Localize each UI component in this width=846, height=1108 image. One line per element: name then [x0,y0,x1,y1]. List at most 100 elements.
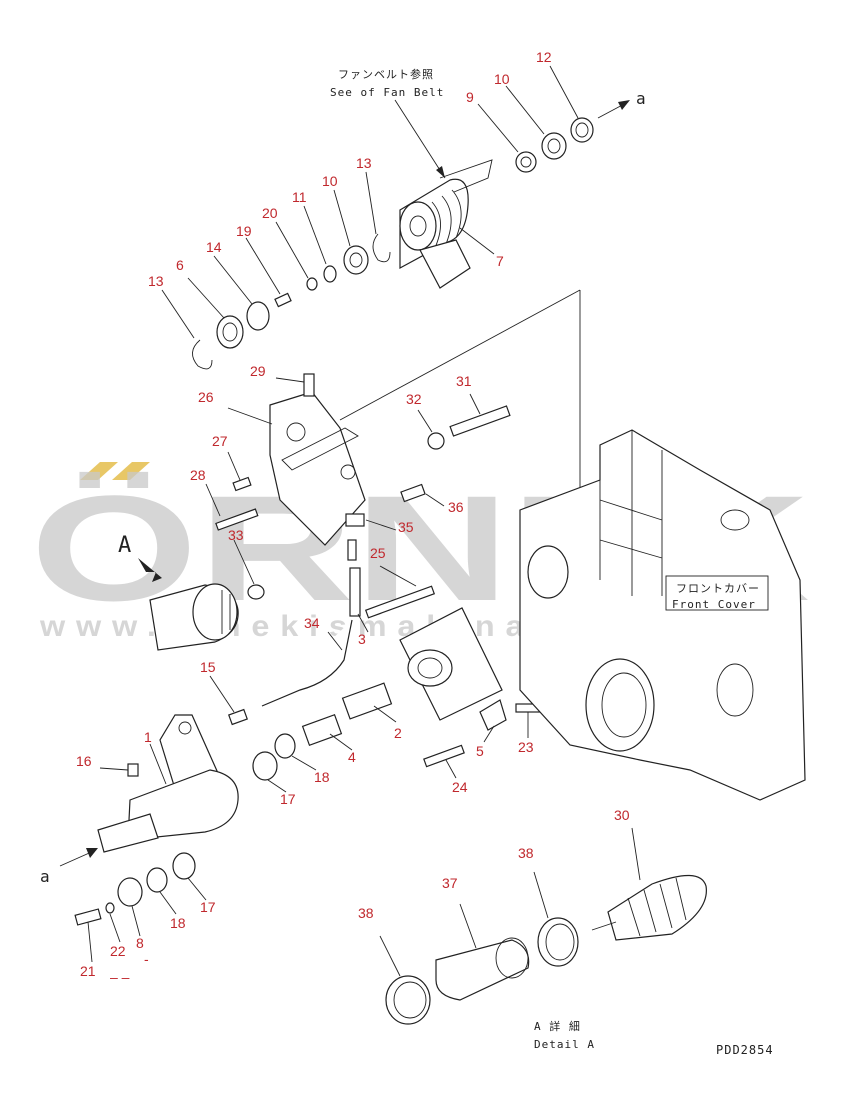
bracket-arm [281,427,359,471]
bracket-26-group [215,289,581,617]
clamp-38-left-inner [393,981,427,1019]
boot-30-folds [627,877,687,937]
callout-18-mid: 18 [314,769,330,785]
snap-ring-13-left [192,339,213,370]
bracket-26 [269,391,366,546]
fan-belt [439,159,493,193]
leader-38-right [533,871,549,919]
leader-17-low [187,877,207,901]
callout-1: 1 [144,729,152,745]
bearing-17-mid [252,751,278,781]
boot-30 [607,874,707,941]
snap-ring-13-right [372,233,391,263]
ref-a-bottom: a [40,867,51,886]
dash-marks-1: – – [110,969,130,985]
bearing-housing-5 [399,607,543,768]
callout-18-low: 18 [170,915,186,931]
leader-24 [445,759,457,779]
callout-27: 27 [212,433,228,449]
leader-7 [459,227,495,255]
callout-13-right: 13 [356,155,372,171]
seal-12 [570,117,594,143]
detail-label-en: Detail A [534,1038,595,1051]
callout-35: 35 [398,519,414,535]
fitting-36 [400,483,426,503]
leader-22 [109,913,121,943]
housing-bore [417,657,443,679]
bolt-16 [127,763,139,777]
callout-8: 8 [136,935,144,951]
callout-19: 19 [236,223,252,239]
fitting-25 [347,539,357,561]
leader-36 [425,493,445,507]
pulley-bracket [419,239,471,289]
leader-9 [477,103,519,153]
leader-33 [233,539,255,585]
washer-33 [247,584,265,600]
boot-30-rod [591,921,617,931]
bolt-15 [228,708,248,726]
sleeve-37 [435,939,530,1001]
clamp-38-right-inner [545,923,575,961]
callout-38-right: 38 [518,845,534,861]
view-marker-a: A [118,533,132,558]
callout-3: 3 [358,631,366,647]
callout-28: 28 [190,467,206,483]
callout-22: 22 [110,943,126,959]
leader-37 [459,903,477,949]
callout-7: 7 [496,253,504,269]
fan-belt-note-en: See of Fan Belt [330,86,444,99]
pulley-face [399,201,437,251]
front-cover-ribs [599,430,663,596]
callout-17-mid: 17 [280,791,296,807]
bearing-9-bore [520,156,532,168]
bearing-10-left-bore [349,252,363,268]
callout-leaders [87,65,641,977]
callout-32: 32 [406,391,422,407]
leader-8 [131,905,141,937]
leader-14 [213,255,253,305]
collar-6-bore [222,322,238,342]
front-cover-label-jp: フロントカバー [676,582,760,595]
cylinder-end [192,583,238,641]
leader-13-left [161,289,195,339]
callout-10-top: 10 [494,71,510,87]
tension-arm-assembly: a [40,583,239,886]
callout-17-low: 17 [200,899,216,915]
callout-37: 37 [442,875,458,891]
detail-a-parts [385,874,707,1025]
cylinder-rings [221,590,231,634]
bolt-28 [215,508,259,531]
callout-15: 15 [200,659,216,675]
ref-a-top: a [636,89,647,108]
clamp-38-left [385,975,431,1025]
washer-20 [306,277,318,291]
bracket-hole-lower [340,464,356,480]
leader-10-top [505,85,545,135]
leader-6 [187,277,225,319]
callout-10-left: 10 [322,173,338,189]
callout-13-left: 13 [148,273,164,289]
leader-20 [275,221,309,279]
callout-6: 6 [176,257,184,273]
bolt-29 [303,373,315,397]
seal-12-bore [575,122,589,138]
bolt-19 [274,292,292,308]
leader-18-mid [291,755,317,771]
bracket-hole-upper [286,422,306,442]
callout-20: 20 [262,205,278,221]
bearing-10-top-bore [547,138,561,154]
washer-32 [427,432,445,450]
lower-left-parts: – – - [74,852,196,985]
leader-2 [373,705,397,723]
ref-a-arrowhead-top [618,100,630,110]
callout-25: 25 [370,545,386,561]
leader-21 [87,921,93,963]
front-cover-label-en: Front Cover [672,598,756,611]
cap-8 [117,877,143,907]
callout-16: 16 [76,753,92,769]
bolt-21 [74,908,102,926]
callout-9: 9 [466,89,474,105]
bearing-17-low [172,852,196,880]
bearing-18-low [146,867,168,893]
